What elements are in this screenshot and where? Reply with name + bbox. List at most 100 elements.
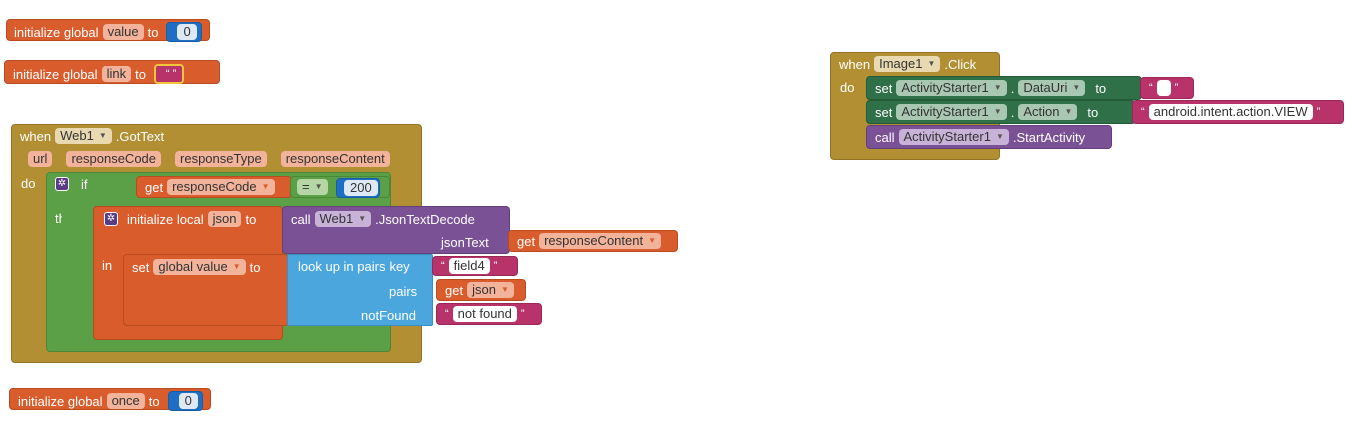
component-dropdown[interactable]: ActivityStarter1▼ xyxy=(898,129,1009,145)
global-name-field[interactable]: link xyxy=(101,66,132,82)
operator-dropdown[interactable]: =▼ xyxy=(297,179,328,195)
notfound-text-block[interactable]: “ not found ” xyxy=(436,303,542,325)
dropdown-arrow-icon: ▼ xyxy=(232,262,241,271)
action-text-block[interactable]: “ android.intent.action.VIEW ” xyxy=(1132,100,1344,124)
component-dropdown[interactable]: ActivityStarter1▼ xyxy=(896,104,1007,120)
mutator-gear-icon[interactable]: ✲ xyxy=(55,177,69,191)
close-quote: ” xyxy=(1174,82,1179,94)
dropdown-arrow-icon: ▼ xyxy=(1072,83,1081,92)
param-responsecontent[interactable]: responseContent xyxy=(280,151,390,167)
event-name: .Click xyxy=(944,56,977,72)
number-field[interactable]: 0 xyxy=(177,24,197,40)
lookup-label: look up in pairs xyxy=(298,259,386,274)
dropdown-arrow-icon: ▼ xyxy=(648,236,657,245)
call-label: call xyxy=(875,129,895,145)
property-dropdown[interactable]: Action▼ xyxy=(1018,104,1078,120)
dropdown-arrow-icon: ▼ xyxy=(927,59,936,68)
global-name-field[interactable]: value xyxy=(102,24,144,40)
set-label: set xyxy=(875,80,893,96)
event-name: .GotText xyxy=(115,128,165,144)
init-global-once-block[interactable]: initialize global once to 0 xyxy=(9,388,211,411)
close-quote: ” xyxy=(1316,106,1321,118)
number-200-block[interactable]: 200 xyxy=(336,178,380,198)
component-dropdown[interactable]: Image1▼ xyxy=(874,56,941,72)
number-block[interactable]: 0 xyxy=(167,391,203,411)
jsontext-label: jsonText xyxy=(441,235,489,250)
do-label: do xyxy=(21,176,36,191)
set-label: set xyxy=(132,259,150,275)
get-var-dropdown[interactable]: responseContent▼ xyxy=(539,233,662,249)
global-name-field[interactable]: once xyxy=(106,393,145,409)
key-text-block[interactable]: “ field4 ” xyxy=(432,256,518,276)
init-global-label: initialize global xyxy=(18,393,103,409)
open-quote: “ xyxy=(445,308,449,320)
do-label: do xyxy=(840,80,855,95)
dot-label: . xyxy=(1010,104,1015,120)
get-responsecontent-block[interactable]: get responseContent▼ xyxy=(508,230,678,252)
to-label: to xyxy=(148,393,160,409)
param-url[interactable]: url xyxy=(28,151,53,167)
in-label: in xyxy=(102,258,113,273)
property-dropdown[interactable]: DataUri▼ xyxy=(1018,80,1086,96)
dropdown-arrow-icon: ▼ xyxy=(261,182,270,191)
empty-text-block[interactable]: “ ” xyxy=(1140,77,1194,99)
open-quote: “ xyxy=(1149,82,1153,94)
if-inner-spacer xyxy=(62,204,92,340)
method-name: .JsonTextDecode xyxy=(375,211,475,227)
set-global-block[interactable]: set global value▼ to xyxy=(123,254,289,326)
dropdown-arrow-icon: ▼ xyxy=(358,214,367,223)
dropdown-arrow-icon: ▼ xyxy=(98,131,107,140)
text-field[interactable]: field4 xyxy=(448,258,490,274)
notfound-label: notFound xyxy=(361,308,416,323)
empty-text-block[interactable]: “ ” xyxy=(153,64,185,84)
component-dropdown[interactable]: Web1▼ xyxy=(314,211,372,227)
call-startactivity-block[interactable]: call ActivityStarter1▼ .StartActivity xyxy=(866,125,1112,149)
get-label: get xyxy=(517,233,536,249)
set-var-dropdown[interactable]: global value▼ xyxy=(153,259,246,275)
text-field[interactable]: not found xyxy=(452,306,517,322)
number-field[interactable]: 0 xyxy=(178,393,198,409)
mutator-gear-icon[interactable]: ✲ xyxy=(104,212,118,226)
init-global-label: initialize global xyxy=(14,24,99,40)
get-label: get xyxy=(145,179,164,195)
to-label: to xyxy=(1087,104,1099,120)
set-label: set xyxy=(875,104,893,120)
text-field[interactable]: android.intent.action.VIEW xyxy=(1148,104,1313,120)
get-json-block[interactable]: get json▼ xyxy=(436,279,526,301)
component-dropdown[interactable]: Web1▼ xyxy=(55,128,112,144)
open-quote: “ xyxy=(1141,106,1145,118)
init-global-value-block[interactable]: initialize global value to 0 xyxy=(6,19,210,42)
get-var-dropdown[interactable]: json▼ xyxy=(467,282,514,298)
json-decode-call[interactable]: call Web1▼ .JsonTextDecode jsonText xyxy=(282,206,510,254)
init-local-label: initialize local xyxy=(127,211,204,227)
set-datauri-block[interactable]: set ActivityStarter1▼ . DataUri▼ to xyxy=(866,76,1142,100)
call-label: call xyxy=(291,211,311,227)
to-label: to xyxy=(245,211,257,227)
empty-text-value[interactable]: “ ” xyxy=(165,68,177,80)
lookup-in-pairs-block[interactable]: look up in pairs key pairs notFound xyxy=(287,254,433,326)
number-block[interactable]: 0 xyxy=(166,22,202,42)
component-dropdown[interactable]: ActivityStarter1▼ xyxy=(896,80,1007,96)
close-quote: ” xyxy=(493,260,498,272)
close-quote: ” xyxy=(520,308,525,320)
to-label: to xyxy=(135,66,146,82)
method-name: .StartActivity xyxy=(1012,129,1086,145)
pairs-label: pairs xyxy=(389,284,418,299)
to-label: to xyxy=(147,24,159,40)
compare-get-block[interactable]: get responseCode▼ xyxy=(136,176,292,198)
dropdown-arrow-icon: ▼ xyxy=(500,285,509,294)
to-label: to xyxy=(249,259,261,275)
text-field[interactable] xyxy=(1156,80,1171,96)
dropdown-arrow-icon: ▼ xyxy=(314,182,323,191)
to-label: to xyxy=(1095,80,1107,96)
key-label: key xyxy=(389,259,410,274)
get-label: get xyxy=(445,282,464,298)
init-global-link-block[interactable]: initialize global link to “ ” xyxy=(4,60,220,84)
param-responsetype[interactable]: responseType xyxy=(175,151,267,167)
param-responsecode[interactable]: responseCode xyxy=(66,151,162,167)
local-name-field[interactable]: json xyxy=(207,211,242,227)
set-action-block[interactable]: set ActivityStarter1▼ . Action▼ to xyxy=(866,100,1136,124)
get-var-dropdown[interactable]: responseCode▼ xyxy=(167,179,275,195)
open-quote: “ xyxy=(441,260,445,272)
number-field[interactable]: 200 xyxy=(344,180,378,196)
